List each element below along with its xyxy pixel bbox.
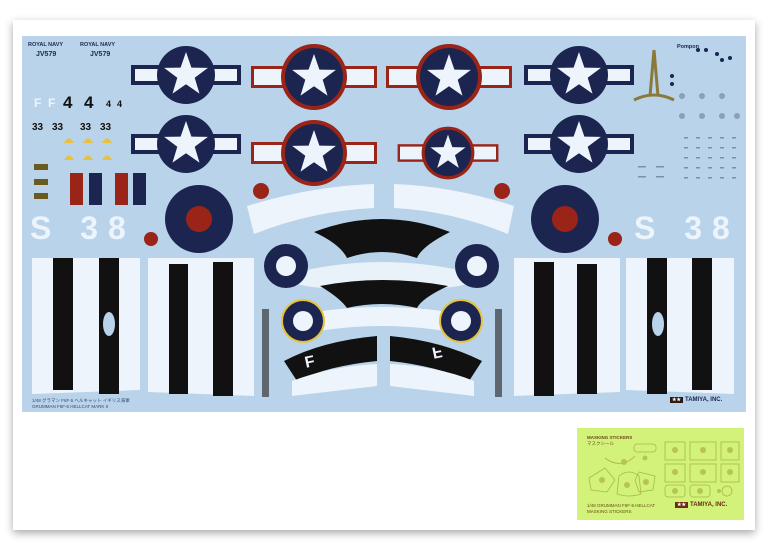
us-star-insignia-red-outline-3 [251,120,377,186]
tamiya-star-logo-icon: ★★ [675,502,688,508]
invasion-stripes-left-2 [148,258,254,396]
number-33-4: 33 [100,122,112,133]
masking-subtitle: マスクシール [587,441,614,446]
tamiya-star-logo-icon: ★★ [670,397,683,403]
code-s38-right: S 38 [634,210,740,246]
footer-en: GRUMMAN F6F-5 HELLCAT MARK II [32,404,109,409]
red-dot [494,183,510,199]
white-band-mid [282,262,484,289]
masking-sticker-sheet: MASKING STICKERS マスクシール 1/48 GRUMMAN F6F… [577,428,744,520]
us-star-insignia-red-outline-1 [251,44,377,110]
roundel-blue-left [264,244,308,288]
number-4-large-2: 4 [84,93,94,112]
masking-title: MASKING STICKERS [587,435,633,440]
small-logo-text: Pompon [677,44,699,50]
red-dot [608,232,622,246]
invasion-stripes-right-2 [626,258,734,394]
grey-strip-right [495,309,502,397]
invasion-stripes-left-1 [32,258,140,394]
black-band-f-left [284,336,377,381]
stencil-dots [679,93,740,119]
masking-maker-logo: ★★ TAMIYA, INC. [675,502,727,508]
us-star-insignia-4 [524,115,634,173]
red-dot [144,232,158,246]
us-star-insignia-red-outline-2 [386,44,512,110]
royal-navy-label-2: ROYAL NAVY [80,42,116,48]
number-33-2: 33 [52,122,64,133]
white-band-left [247,184,374,234]
serial-label-1: JV579 [36,51,57,58]
masking-maker-name: TAMIYA, INC. [689,502,728,508]
fin-flash-left [70,173,146,205]
us-star-insignia-red-outline-small [397,126,499,180]
number-33-3: 33 [80,122,92,133]
number-33-1: 33 [32,122,44,133]
roundel-blue-right [455,244,499,288]
red-dot [253,183,269,199]
masking-shapes [588,441,740,498]
decal-sheet: ROYAL NAVY ROYAL NAVY JV579 JV579 F F 4 … [22,36,746,412]
us-star-insignia-3 [131,115,241,173]
maker-name: TAMIYA, INC. [684,397,723,403]
letter-f-2: F [48,96,56,110]
olive-arrestor-hook [633,49,675,102]
white-band-right [394,184,514,234]
number-4-small-1: 4 [106,99,112,109]
olive-markings [34,164,48,199]
code-s38-left: S 38 [30,210,136,246]
black-band-mid [320,280,448,308]
maker-logo: ★★ TAMIYA, INC. [670,397,722,403]
raf-roundel-right [531,185,599,253]
black-band-top [314,219,450,258]
masking-footer-line1: 1/48 GRUMMAN F6F-5 HELLCAT [587,503,656,508]
roundel-yellow-right [439,299,483,343]
footer-jp: 1/48 グラマン F6F-5 ヘルキャット イギリス海軍 [32,398,130,403]
us-star-insignia-1 [131,46,241,104]
raf-roundel-left [165,185,233,253]
letter-f-1: F [34,96,42,110]
small-black-dots [670,48,732,86]
black-band-f-right [390,336,482,381]
royal-navy-label-1: ROYAL NAVY [28,42,64,48]
masking-footer-line2: MASKING STICKERS [587,509,632,514]
stencil-grid [638,137,736,179]
number-4-large-1: 4 [63,93,73,112]
serial-label-2: JV579 [90,51,111,58]
us-star-insignia-2 [524,46,634,104]
roundel-yellow-left [281,299,325,343]
white-band-low [292,307,472,334]
grey-strip-left [262,309,269,397]
yellow-markings [64,138,112,160]
decal-artwork [32,44,740,397]
invasion-stripes-right-1 [514,258,620,396]
number-4-small-2: 4 [117,99,123,109]
